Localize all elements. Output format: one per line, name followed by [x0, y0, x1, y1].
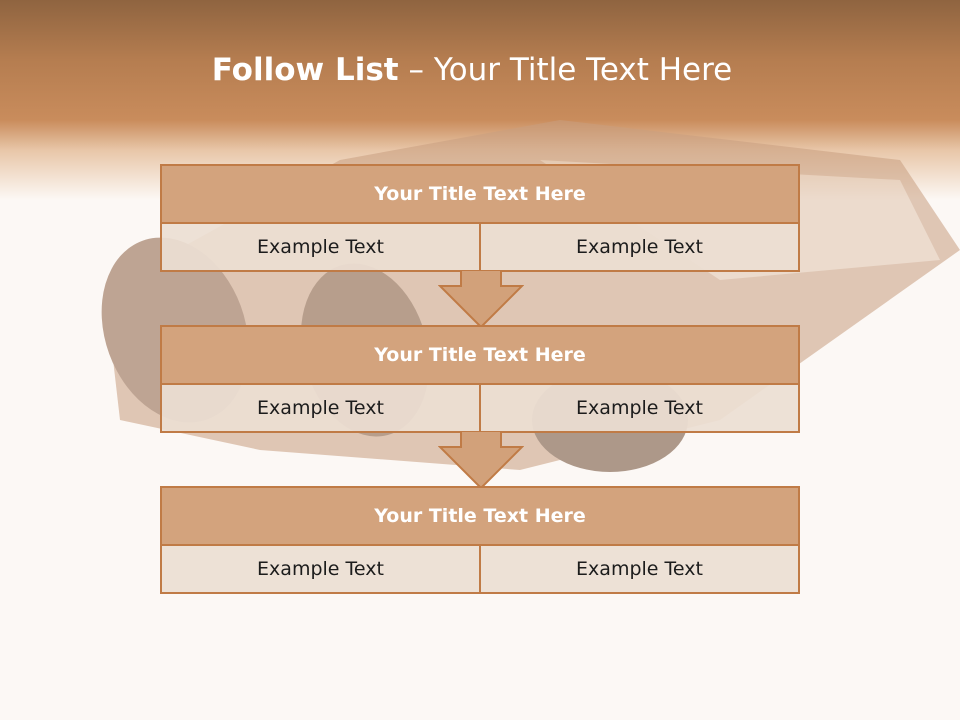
block-row: Example Text Example Text [162, 546, 798, 592]
list-block-2: Your Title Text Here Example Text Exampl… [160, 325, 800, 433]
block-cell-left: Example Text [257, 236, 384, 258]
title-bold-part: Follow List [211, 52, 399, 88]
block-title: Your Title Text Here [162, 488, 798, 546]
list-block-1: Your Title Text Here Example Text Exampl… [160, 164, 800, 272]
block-title: Your Title Text Here [162, 166, 798, 224]
list-block-3: Your Title Text Here Example Text Exampl… [160, 486, 800, 594]
block-cell-right: Example Text [479, 224, 798, 270]
block-row: Example Text Example Text [162, 224, 798, 270]
block-title: Your Title Text Here [162, 327, 798, 385]
slide-title: Follow List – Your Title Text Here [0, 52, 944, 88]
down-arrow-icon [438, 270, 524, 328]
block-cell-right: Example Text [479, 385, 798, 431]
block-cell-right: Example Text [479, 546, 798, 592]
block-cell-left: Example Text [257, 558, 384, 580]
block-cell-left: Example Text [257, 397, 384, 419]
title-rest-part: – Your Title Text Here [398, 52, 733, 88]
block-row: Example Text Example Text [162, 385, 798, 431]
down-arrow-icon [438, 431, 524, 489]
